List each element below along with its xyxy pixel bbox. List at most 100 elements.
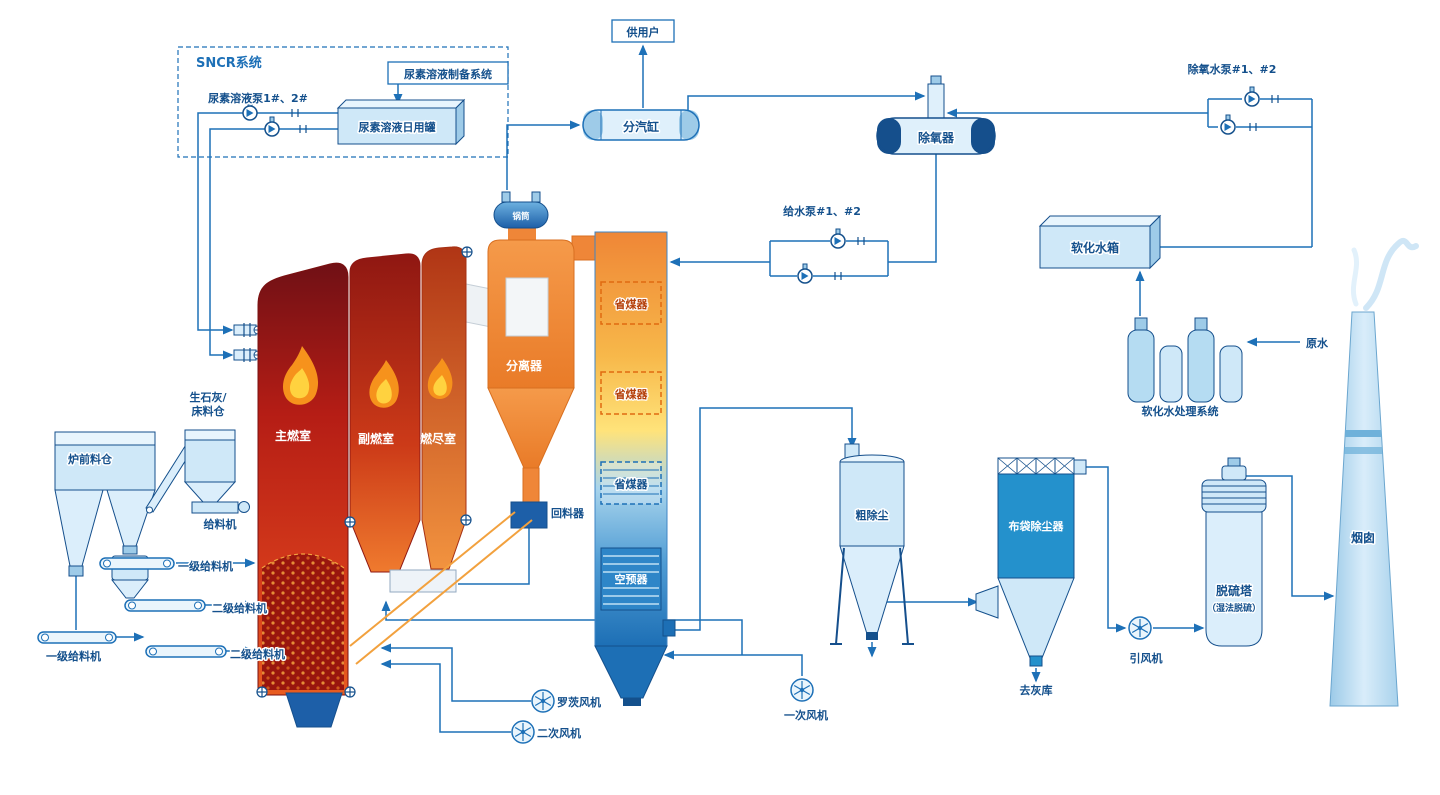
sncr-title: SNCR系统 xyxy=(196,55,262,71)
secondary-combustion-chamber xyxy=(349,253,421,573)
fluidized-bed xyxy=(261,553,345,690)
instrument-junction-icon xyxy=(461,246,473,258)
front-silo-label: 炉前料仓 xyxy=(68,452,113,466)
sncr-system xyxy=(177,46,509,362)
bag-filter xyxy=(975,457,1087,667)
drum-label: 锅筒 xyxy=(511,211,530,222)
urea-prep-system-box xyxy=(387,61,509,85)
belt-feeder-4 xyxy=(145,645,227,658)
secondary-fan-icon xyxy=(511,720,535,744)
secondary-feeder1-label: 二级给料机 xyxy=(212,601,267,615)
secondary-fan-label: 二次风机 xyxy=(537,726,581,740)
piping-network xyxy=(75,44,1335,733)
burnout-chamber-label: 燃尽室 xyxy=(420,431,456,446)
deaerated-water-pump-2-icon xyxy=(1220,114,1236,135)
pipe-desulf-to-chimney xyxy=(1246,475,1335,601)
deaerator-vessel xyxy=(876,75,996,155)
air-preheater-label: 空预器 xyxy=(615,572,649,586)
chimney xyxy=(1329,237,1419,707)
belt-feeder-1 xyxy=(99,557,175,570)
primary-feeder2-label: 一级给料机 xyxy=(46,649,101,663)
furnace xyxy=(256,246,473,728)
sncr-boundary-box xyxy=(177,46,509,158)
id-fan-label: 引风机 xyxy=(1130,651,1163,665)
soft-tank-label: 软化水箱 xyxy=(1071,240,1119,255)
ash-storage-label: 去灰库 xyxy=(1020,683,1053,697)
to-users-box xyxy=(611,19,675,43)
tower-hopper xyxy=(594,645,668,699)
belt-feeder-3 xyxy=(37,631,117,644)
economizer1-box xyxy=(600,281,662,325)
pipe-roots-air xyxy=(380,643,531,702)
pipe-deaerator-to-pumps xyxy=(888,154,937,263)
id-fan-icon xyxy=(1128,616,1152,640)
backpass-tower xyxy=(594,231,676,706)
economizer1-label: 省煤器 xyxy=(614,297,649,311)
urea-tank-label: 尿素溶液日用罐 xyxy=(359,120,436,134)
boiler-drum xyxy=(493,191,549,229)
belt-feeder-2 xyxy=(124,599,206,612)
material-return-label: 回料器 xyxy=(551,506,585,520)
crossover-duct xyxy=(571,235,598,261)
air-preheater-box xyxy=(600,547,662,611)
material-return-box xyxy=(510,501,548,529)
bottom-ash-chute xyxy=(285,692,343,728)
pipe-header-to-deaerator xyxy=(687,91,926,110)
pipe-primary-air xyxy=(663,650,803,676)
feed-pump-2-icon xyxy=(797,263,813,284)
bag-filter-label: 布袋除尘器 xyxy=(1009,519,1065,533)
labels: SNCR系统 尿素溶液制备系统 尿素溶液泵1#、2# 尿素溶液日用罐 供用户 分… xyxy=(45,24,1377,742)
softened-water-tank xyxy=(1038,214,1162,270)
pipe-urea-lance2 xyxy=(209,128,265,360)
economizer2-label: 省煤器 xyxy=(614,387,649,401)
pipe-loopseal xyxy=(458,528,530,585)
desulf-note-label: （湿法脱硫） xyxy=(1207,602,1261,614)
feeder-label: 给料机 xyxy=(204,517,237,531)
pipe-urea-lance1 xyxy=(197,112,243,335)
feed-pump-1-icon xyxy=(830,228,846,249)
feedwater-system xyxy=(797,75,1260,403)
urea-pump-2-icon xyxy=(264,116,280,137)
lime-bed-silo xyxy=(183,429,237,503)
urea-daily-tank xyxy=(336,98,466,146)
separator-pedestal xyxy=(508,226,536,242)
roots-blower-icon xyxy=(531,689,555,713)
tower-hopper-outlet xyxy=(623,698,641,706)
separator-vessel xyxy=(487,239,575,503)
economizer2-box xyxy=(600,371,662,415)
pipe-secondary-air xyxy=(380,659,511,733)
water-treatment-vessels xyxy=(1127,317,1243,403)
fuel-handling xyxy=(37,429,250,658)
lime-silo-label-2: 床料仓 xyxy=(192,404,226,418)
steam-system xyxy=(582,19,700,141)
secondary-feeder2-label: 二级给料机 xyxy=(230,647,285,661)
pipe-drum-to-header xyxy=(506,120,581,190)
roots-blower-label: 罗茨风机 xyxy=(557,695,601,709)
instrument-junction-icon xyxy=(344,516,356,528)
pipe-bag-to-idfan xyxy=(1086,466,1127,633)
gas-cleaning xyxy=(830,237,1419,707)
flame-main xyxy=(282,346,319,405)
economizer3-box xyxy=(600,461,662,505)
pipe-flue-to-coarse xyxy=(666,407,857,631)
smoke-plume xyxy=(1350,247,1360,307)
steam-header-label: 分汽缸 xyxy=(623,119,659,134)
flange-ticks xyxy=(291,95,1279,280)
economizer3-label: 省煤器 xyxy=(614,477,649,491)
instrument-junction-icon xyxy=(344,686,356,698)
desulf-tower-label: 脱硫塔 xyxy=(1216,583,1253,598)
secondary-chamber-label: 副燃室 xyxy=(358,431,394,446)
deaerated-water-pump-1-icon xyxy=(1244,86,1260,107)
raw-water-label: 原水 xyxy=(1306,336,1329,350)
flame-burnout xyxy=(427,358,453,400)
screw-feeder xyxy=(191,501,250,514)
urea-injection-lances xyxy=(233,323,263,362)
coarse-dust-collector xyxy=(830,443,914,645)
burnout-chamber xyxy=(421,246,467,570)
urea-prep-label: 尿素溶液制备系统 xyxy=(404,67,492,81)
flue-outlet-nozzle xyxy=(662,619,676,637)
return-leg-1 xyxy=(349,511,516,647)
front-silo xyxy=(54,431,156,599)
